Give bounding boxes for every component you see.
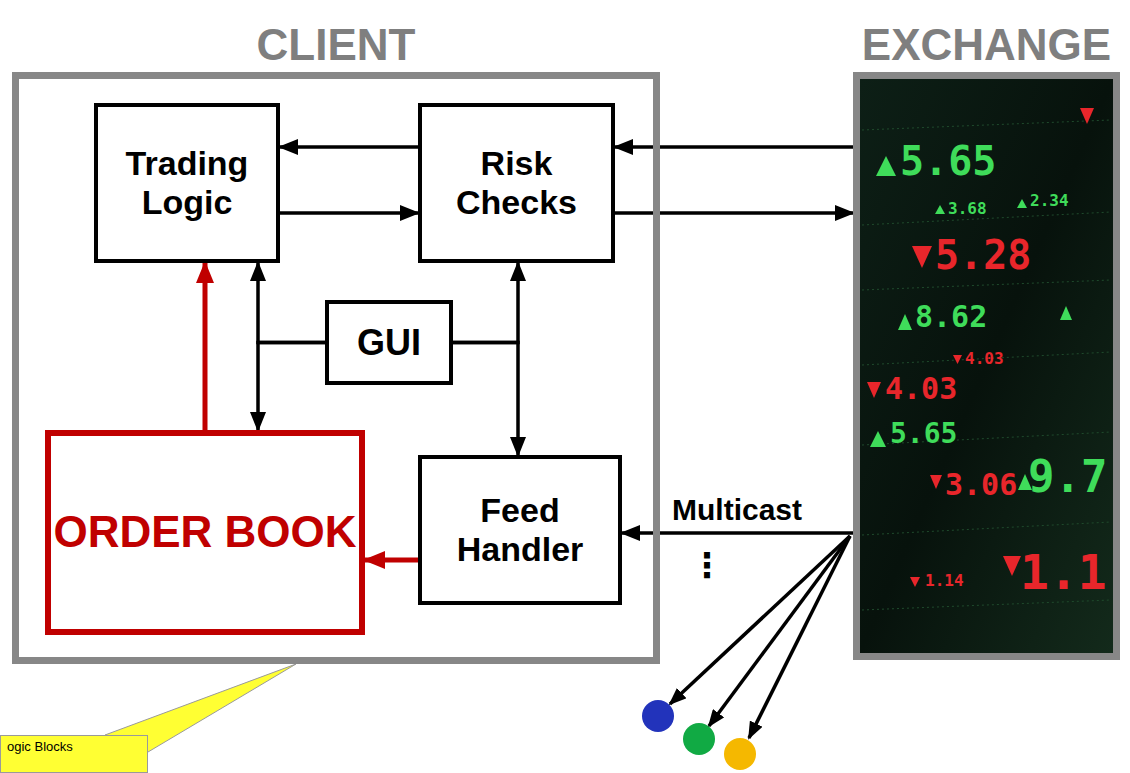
ticker-price: 5.65 <box>890 418 957 450</box>
data-flow-arrow <box>203 263 208 430</box>
ticker-price: 1.1 <box>1020 545 1107 600</box>
node-label: Risk Checks <box>422 144 611 222</box>
ticker-price: 4.03 <box>885 372 957 407</box>
ticker-arrows <box>867 108 1094 587</box>
panel-heading: CLIENT <box>0 23 673 67</box>
node-label: Feed Handler <box>422 491 618 569</box>
ticker-board <box>860 79 1113 653</box>
ticker-price: 5.65 <box>900 138 996 184</box>
fan-arrow <box>670 536 850 704</box>
ticker-row <box>862 600 1111 610</box>
connector-arrow <box>453 263 518 343</box>
client-frame: CLIENTTrading LogicRisk ChecksGUIORDER B… <box>12 72 660 664</box>
up-triangle <box>1060 306 1072 320</box>
connector-arrow <box>453 343 518 456</box>
panel-heading: EXCHANGE <box>840 23 1130 67</box>
down-triangle <box>867 382 881 398</box>
connector-arrow <box>258 343 325 431</box>
process-box: Trading Logic <box>94 103 280 263</box>
callout-box: ogic Blocks <box>0 735 148 773</box>
process-box: Risk Checks <box>418 103 615 263</box>
ticker-price: 1.14 <box>925 572 964 590</box>
order-book-box: ORDER BOOK <box>45 430 365 635</box>
down-triangle <box>953 355 962 364</box>
down-triangle <box>910 577 920 587</box>
edge-label: Multicast <box>669 493 805 528</box>
ticker-price: 8.62 <box>915 300 987 335</box>
process-box: Feed Handler <box>418 455 622 605</box>
data-flow-arrow <box>365 558 418 563</box>
ticker-price: 9.7 <box>1028 452 1107 503</box>
up-triangle <box>1017 199 1027 208</box>
up-triangle <box>876 156 896 176</box>
down-triangle <box>1003 556 1021 576</box>
down-triangle <box>930 475 942 489</box>
down-triangle <box>1080 108 1094 124</box>
subscriber-dot <box>642 700 674 732</box>
multicast-fan <box>670 536 850 738</box>
fan-arrow <box>709 536 850 726</box>
ticker-row <box>862 280 1111 290</box>
ticker-price: 5.28 <box>935 232 1031 278</box>
ticker-price: 3.06 <box>945 468 1017 503</box>
node-label: Trading Logic <box>98 144 276 222</box>
node-label: ogic Blocks <box>7 739 141 755</box>
gui-box: GUI <box>325 300 453 385</box>
connector-arrow <box>280 145 418 149</box>
node-label: ORDER BOOK <box>53 507 356 558</box>
ticker-rows <box>862 120 1111 610</box>
ticker-price: 4.03 <box>965 350 1004 368</box>
up-triangle <box>935 205 945 214</box>
ticker-price: 2.34 <box>1030 192 1069 210</box>
ticker-price: 3.68 <box>948 200 987 218</box>
connector-arrow <box>615 145 853 149</box>
connector-arrow <box>280 211 418 215</box>
up-triangle <box>870 431 886 447</box>
ellipsis-mark: ⋮ <box>690 546 724 585</box>
subscriber-dot <box>683 723 715 755</box>
connector-arrow <box>615 211 853 215</box>
fan-arrow <box>749 536 850 738</box>
connector-arrow <box>258 263 325 343</box>
ticker-row <box>862 522 1111 535</box>
subscriber-dot <box>724 738 756 770</box>
down-triangle <box>912 246 932 268</box>
ticker-row <box>862 120 1111 130</box>
up-triangle <box>898 314 912 330</box>
node-label: GUI <box>357 322 421 363</box>
